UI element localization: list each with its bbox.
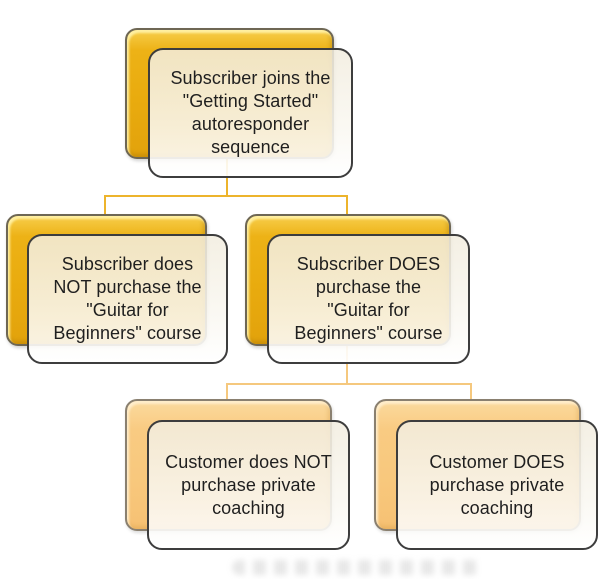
cropped-text-artifact xyxy=(232,560,480,575)
connector-level2-horizontal xyxy=(104,195,348,197)
node-card: Customer DOES purchase private coaching xyxy=(396,420,598,550)
node-label: Subscriber joins the "Getting Started" a… xyxy=(170,68,331,157)
connector-level3-horizontal xyxy=(226,383,472,385)
connector-drop-right-child xyxy=(346,195,348,216)
node-card: Subscriber joins the "Getting Started" a… xyxy=(148,48,353,178)
node-label: Customer does NOT purchase private coach… xyxy=(165,451,332,518)
node-card: Subscriber does NOT purchase the "Guitar… xyxy=(27,234,228,364)
node-card: Subscriber DOES purchase the "Guitar for… xyxy=(267,234,470,364)
node-label: Customer DOES purchase private coaching xyxy=(429,451,565,518)
connector-drop-left-child xyxy=(104,195,106,216)
node-label: Subscriber does NOT purchase the "Guitar… xyxy=(53,254,202,343)
node-card: Customer does NOT purchase private coach… xyxy=(147,420,350,550)
connector-drop-coaching xyxy=(470,383,472,403)
node-label: Subscriber DOES purchase the "Guitar for… xyxy=(294,254,443,343)
connector-drop-no-coaching xyxy=(226,383,228,403)
